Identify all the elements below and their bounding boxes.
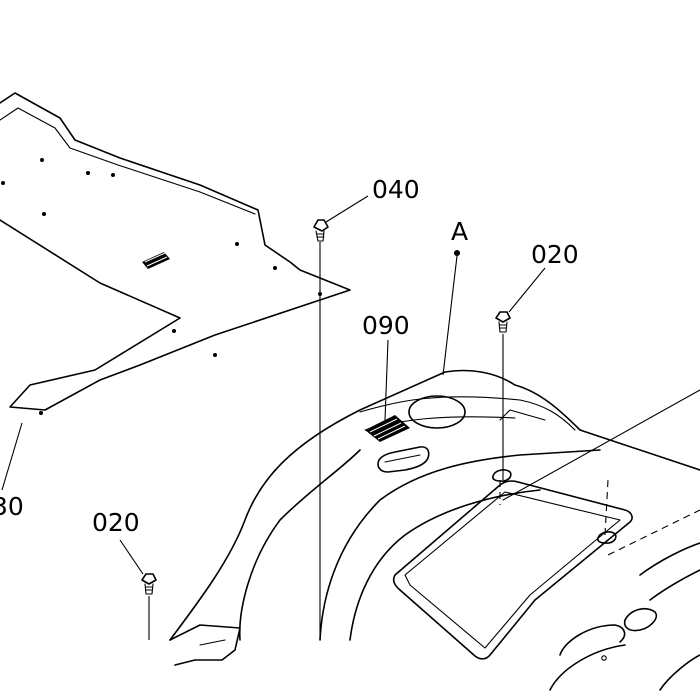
callout-a: A [451,217,468,246]
callout-030-cut: 30 [0,492,24,521]
callout-090: 090 [362,311,410,340]
floor-mat [0,92,351,491]
cover-panel [169,369,700,691]
callout-020-left: 020 [92,508,140,537]
bolt-040 [313,195,369,640]
mat-holes [1,158,322,415]
decal-090 [365,415,410,442]
ref-a-marker [442,250,460,376]
leader-090 [384,339,389,421]
callout-040: 040 [372,175,420,204]
callout-020-top: 020 [531,240,579,269]
mat-label-block [142,252,170,269]
bolt-020-top [495,267,546,480]
bolt-020-left [119,539,157,640]
